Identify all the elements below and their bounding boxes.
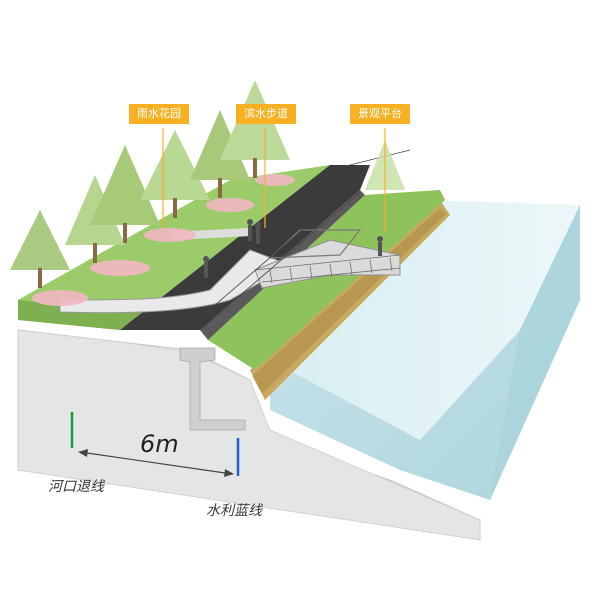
dimension-arrow-left: [78, 449, 88, 457]
callout-leaders: [162, 128, 386, 232]
water-top: [270, 200, 580, 440]
waterfront-path-callout: 滨水步道: [236, 104, 296, 124]
person-head: [247, 219, 253, 225]
person-head: [203, 256, 209, 262]
platform-railing: [254, 254, 401, 284]
waterfront-path-surface: [120, 165, 370, 330]
tree-trunk: [218, 178, 222, 198]
tree-trunk: [173, 198, 177, 218]
person: [248, 225, 252, 241]
person-head: [255, 222, 261, 228]
tree: [90, 145, 160, 225]
tree: [65, 175, 125, 245]
person: [256, 228, 260, 244]
people-figures: [203, 219, 383, 278]
dimension-arrow-right: [224, 469, 234, 477]
concrete-footing: [179, 347, 246, 431]
tree-trunk: [253, 158, 257, 178]
soil-block-lower: [17, 329, 481, 541]
river-setback-label: 河口退线: [48, 479, 104, 495]
dimension-label: 6m: [140, 430, 179, 458]
tree-trunk: [93, 243, 97, 263]
tree: [190, 110, 250, 180]
rain-garden-callout: 雨水花园: [129, 104, 189, 124]
tree: [140, 130, 210, 200]
water-side: [490, 205, 580, 500]
lower-bank: [208, 190, 445, 370]
person: [204, 262, 208, 278]
tree: [10, 210, 70, 270]
person-head: [377, 236, 383, 242]
water-front: [270, 205, 580, 500]
tree-trunk: [38, 268, 42, 288]
dimension-line: [79, 451, 233, 475]
viewing-platform-roof: [268, 229, 362, 259]
person: [378, 242, 382, 256]
ornamental-grass: [32, 174, 295, 306]
path-fence: [199, 149, 411, 331]
tree-trunk: [123, 223, 127, 243]
viewing-platform-callout: 景观平台: [350, 104, 410, 124]
water-blue-line-label: 水利蓝线: [206, 503, 262, 519]
